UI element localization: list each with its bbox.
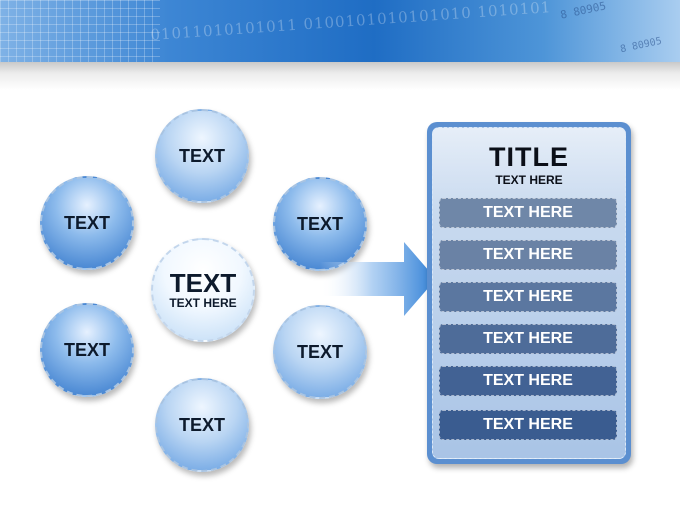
panel-item-label: TEXT HERE — [483, 330, 573, 347]
circle-label: TEXT — [63, 212, 110, 233]
center-subtitle: TEXT HERE — [169, 296, 237, 310]
panel-item-4: TEXT HERE — [439, 324, 617, 354]
circle-upper-right: TEXT — [273, 177, 367, 271]
circle-bottom: TEXT — [155, 378, 249, 472]
circle-label: TEXT — [296, 341, 343, 362]
circle-label: TEXT — [178, 414, 225, 435]
panel-item-5: TEXT HERE — [439, 366, 617, 396]
center-title: TEXT — [169, 268, 237, 298]
banner-barcode-number: 8 80905 — [559, 0, 608, 22]
banner-grid — [0, 0, 160, 62]
panel-item-label: TEXT HERE — [483, 416, 573, 433]
panel-item-label: TEXT HERE — [483, 372, 573, 389]
header-banner: 01011010101011 0100101010101010 1010101 … — [0, 0, 680, 62]
panel-item-6: TEXT HERE — [439, 410, 617, 440]
circle-upper-left: TEXT — [40, 176, 134, 270]
banner-shadow — [0, 62, 680, 90]
banner-barcode-number-2: 8 80905 — [619, 35, 663, 56]
circle-lower-right: TEXT — [273, 305, 367, 399]
panel-item-2: TEXT HERE — [439, 240, 617, 270]
title-panel: TITLE TEXT HERE TEXT HERE TEXT HERE TEXT… — [427, 122, 631, 464]
circle-label: TEXT — [178, 145, 225, 166]
right-arrow — [320, 242, 436, 316]
panel-item-label: TEXT HERE — [483, 246, 573, 263]
center-circle: TEXT TEXT HERE — [151, 238, 255, 342]
panel-item-1: TEXT HERE — [439, 198, 617, 228]
panel-title: TITLE — [489, 142, 569, 172]
panel-item-label: TEXT HERE — [483, 204, 573, 221]
circle-lower-left: TEXT — [40, 303, 134, 397]
banner-binary-text: 01011010101011 0100101010101010 1010101 — [149, 0, 552, 44]
panel-subtitle: TEXT HERE — [495, 173, 563, 187]
circle-label: TEXT — [63, 339, 110, 360]
circle-top: TEXT — [155, 109, 249, 203]
panel-item-label: TEXT HERE — [483, 288, 573, 305]
circle-label: TEXT — [296, 213, 343, 234]
panel-item-3: TEXT HERE — [439, 282, 617, 312]
